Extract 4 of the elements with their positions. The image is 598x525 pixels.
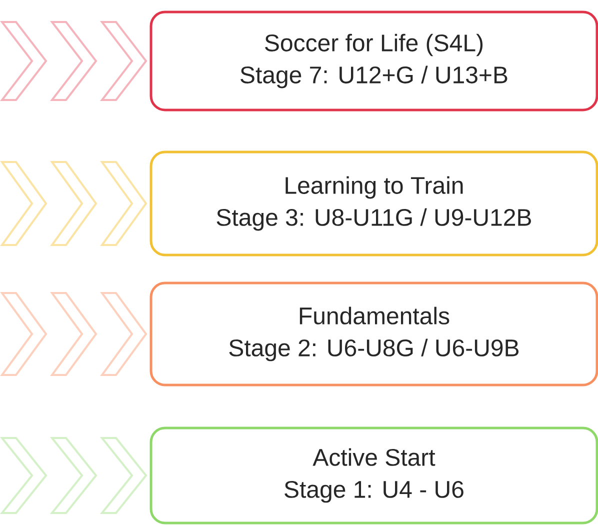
stage-box: Fundamentals Stage 2: U6-U8G / U6-U9B <box>150 282 598 386</box>
stage-box: Active Start Stage 1: U4 - U6 <box>150 426 598 524</box>
stage-box: Soccer for Life (S4L) Stage 7: U12+G / U13+B <box>150 10 598 112</box>
stage-box: Learning to Train Stage 3: U8-U11G / U9-U12B <box>150 150 598 256</box>
